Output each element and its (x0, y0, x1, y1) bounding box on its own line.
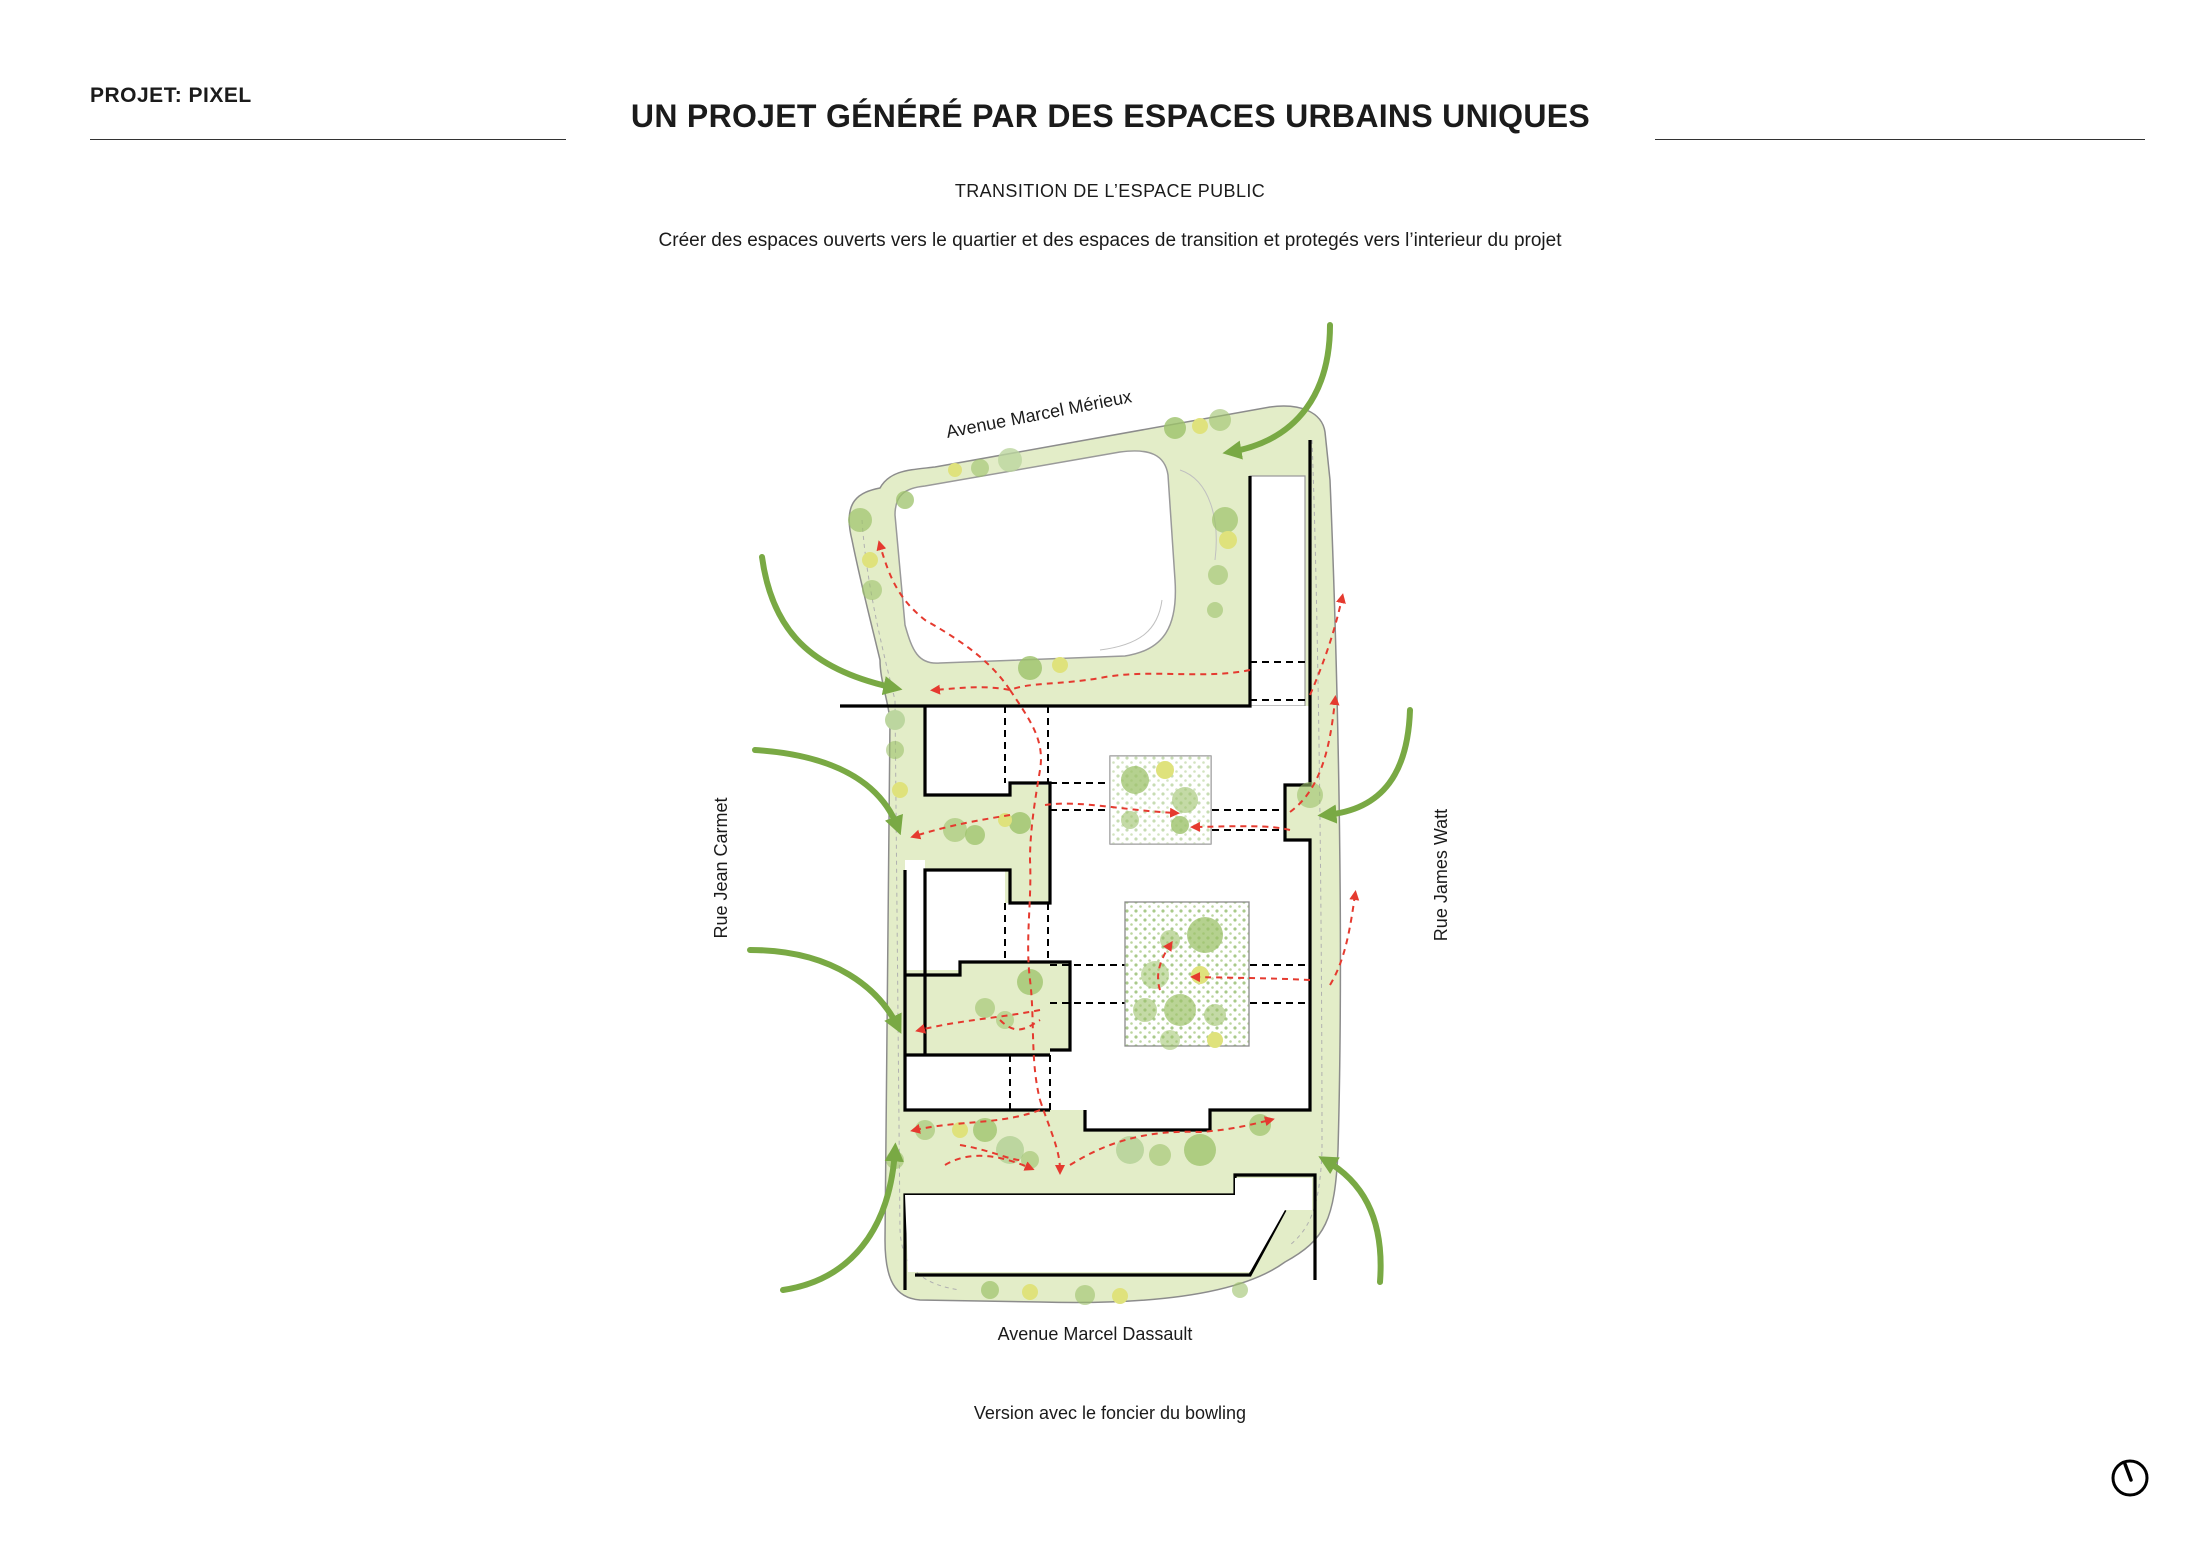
section-subtitle: TRANSITION DE L’ESPACE PUBLIC (954, 181, 1266, 201)
green-access-arrows (747, 322, 1413, 1293)
building-south-fill (905, 1178, 1312, 1272)
street-label-east: Rue James Watt (1431, 809, 1451, 941)
plan-caption: Version avec le foncier du bowling (973, 1403, 1247, 1423)
street-label-north: Avenue Marcel Mérieux (944, 386, 1133, 442)
header-rule-right (1655, 139, 2145, 140)
dashed-passages (1004, 661, 1310, 1110)
header-rule-left (90, 139, 566, 140)
east-building-north (1249, 475, 1306, 707)
building-outline-west (923, 706, 1052, 1055)
north-arrow-icon (2111, 1459, 2149, 1497)
inner-path-outline (861, 519, 961, 1291)
street-label-west: Rue Jean Carmet (711, 797, 731, 938)
bowling-parcel (894, 450, 1177, 664)
building-outline-west-2 (903, 870, 1072, 1112)
page-title: UN PROJET GÉNÉRÉ PAR DES ESPACES URBAINS… (630, 98, 1591, 134)
project-label: PROJET: PIXEL (90, 84, 252, 107)
building-outline-north (840, 440, 1312, 1132)
bowling-parcel-inner (1099, 469, 1217, 651)
circulation-flows (876, 540, 1360, 1175)
section-description: Créer des espaces ouverts vers le quarti… (658, 230, 1562, 251)
street-label-south: Avenue Marcel Dassault (998, 1324, 1193, 1344)
